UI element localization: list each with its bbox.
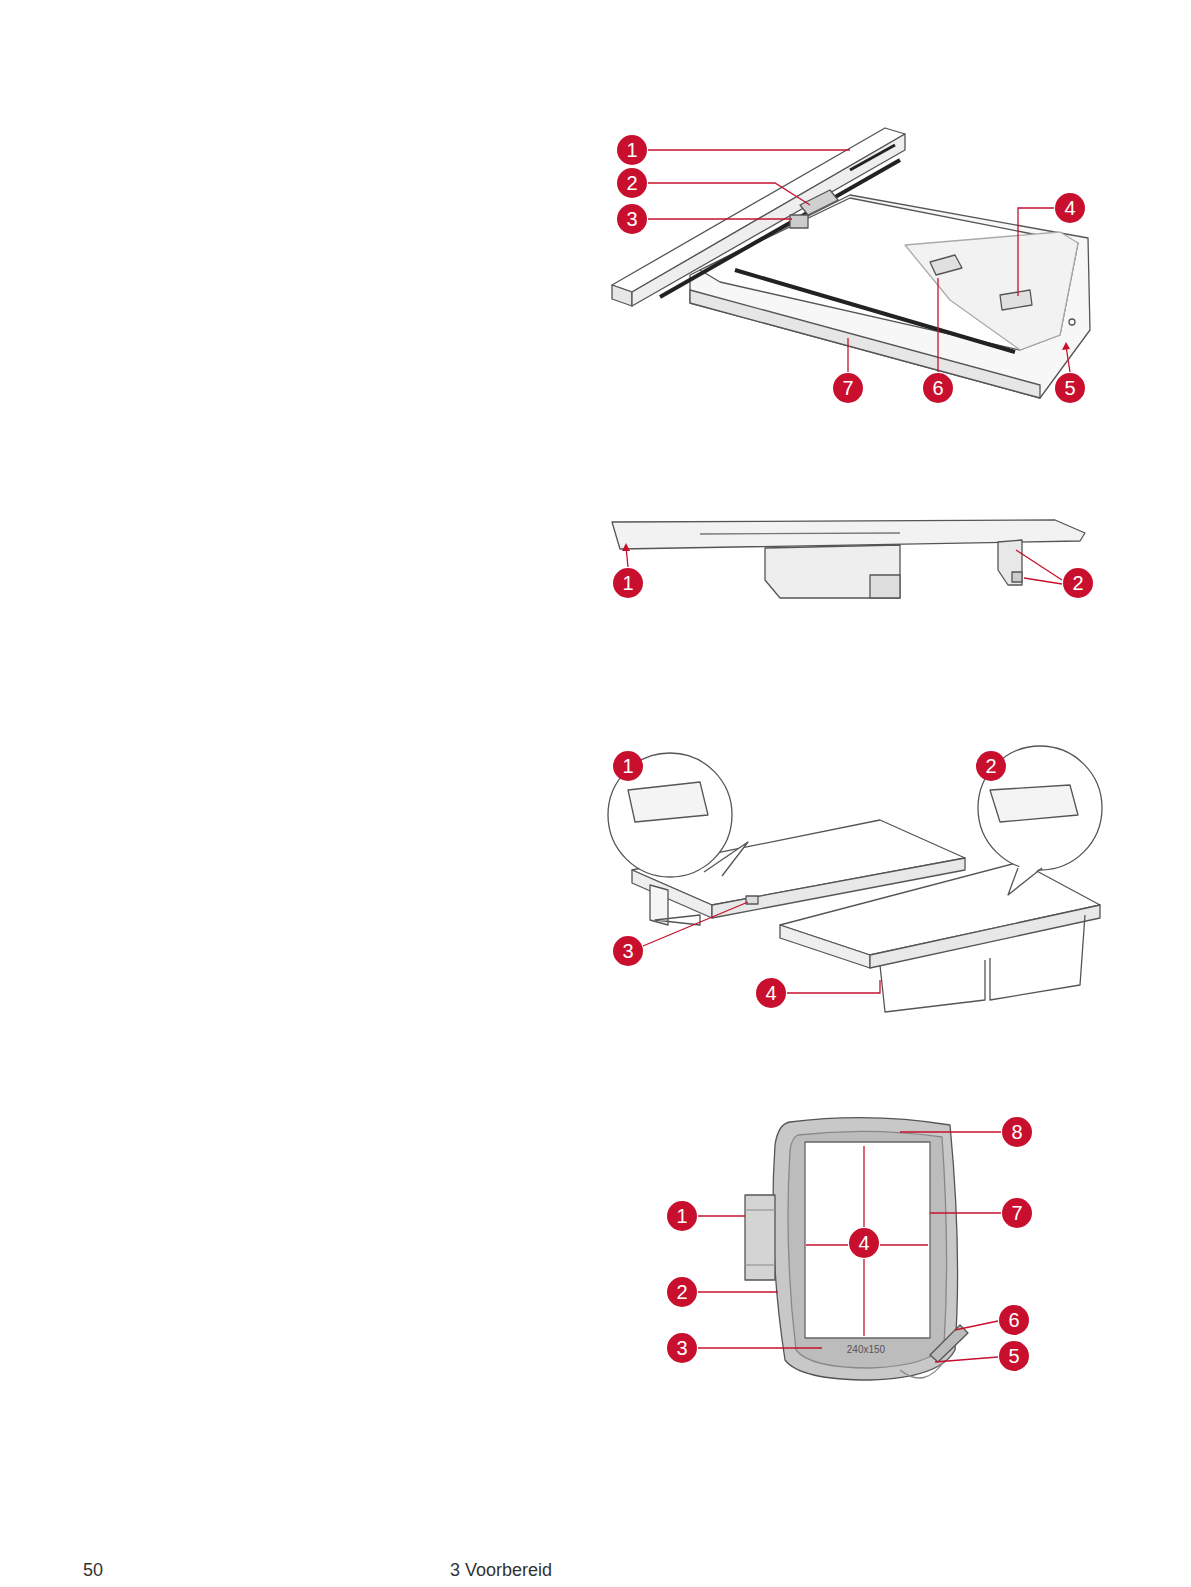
callout-number: 5	[999, 1341, 1029, 1371]
callout-number: 7	[1002, 1198, 1032, 1228]
callout-number: 5	[1055, 373, 1085, 403]
page-footer: 3 Voorbereid	[450, 1560, 552, 1581]
callout-number: 2	[1063, 568, 1093, 598]
hoop-size-label: 240x150	[847, 1344, 885, 1355]
callout-number: 3	[617, 204, 647, 234]
callout-number: 2	[617, 168, 647, 198]
callout-number: 2	[667, 1277, 697, 1307]
callout-number: 3	[667, 1333, 697, 1363]
callout-number: 1	[667, 1201, 697, 1231]
callout-number: 1	[613, 568, 643, 598]
callout-number: 2	[976, 751, 1006, 781]
callout-number: 1	[617, 135, 647, 165]
page-footer: 50	[83, 1560, 103, 1581]
callout-number: 4	[1055, 193, 1085, 223]
callout-number: 4	[756, 978, 786, 1008]
callout-number: 4	[849, 1228, 879, 1258]
callout-number: 8	[1002, 1117, 1032, 1147]
callout-number: 1	[613, 751, 643, 781]
callout-number: 6	[923, 373, 953, 403]
callout-number: 6	[999, 1305, 1029, 1335]
callout-number: 3	[613, 936, 643, 966]
callout-number: 7	[833, 373, 863, 403]
